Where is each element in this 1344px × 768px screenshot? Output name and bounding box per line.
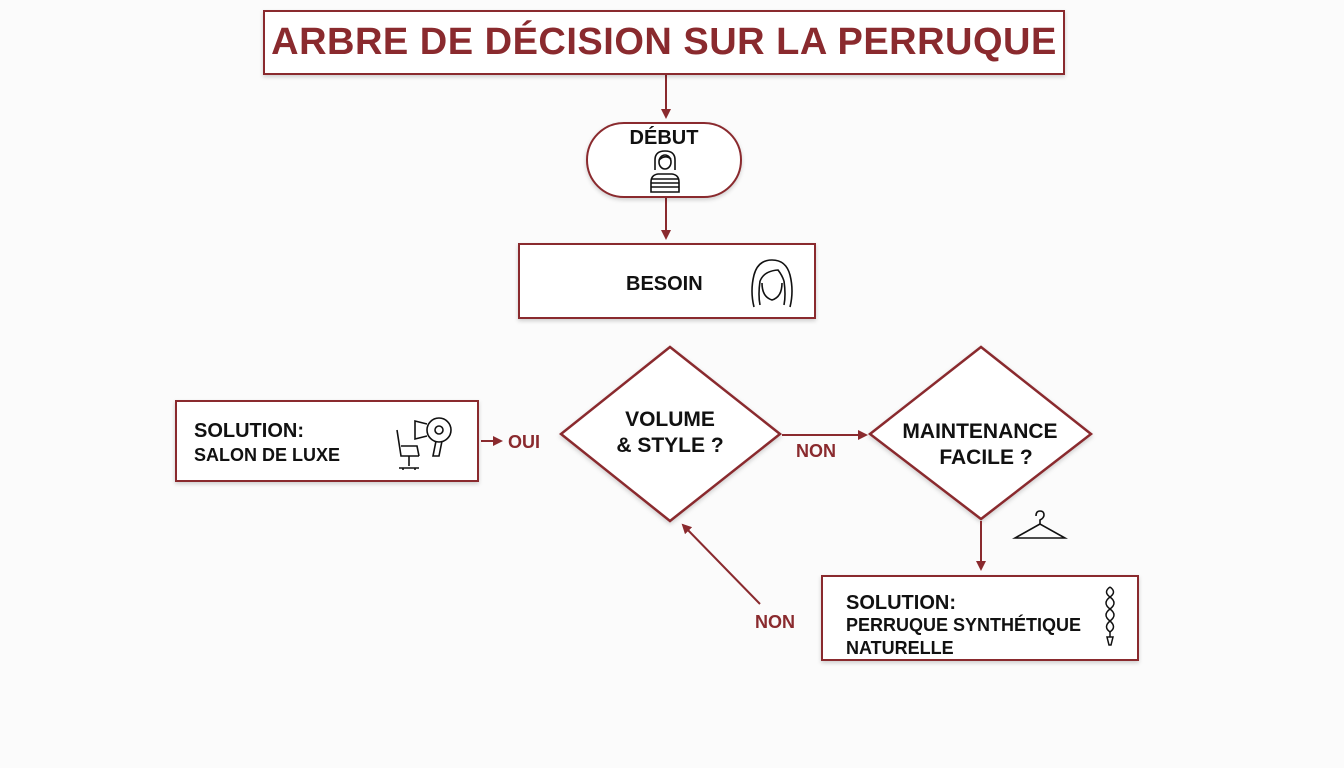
decision-volume-text: VOLUME & STYLE ?	[580, 407, 760, 459]
solution-synthetic-line3: NATURELLE	[846, 638, 954, 658]
need-node: BESOIN	[518, 243, 816, 319]
start-node-label: DÉBUT	[629, 127, 699, 149]
woman-portrait-icon	[650, 150, 680, 193]
braid-icon	[1105, 586, 1115, 646]
decision-maintenance-line1: MAINTENANCE	[902, 420, 1058, 443]
arrow-non-back-to-volume	[681, 523, 761, 605]
decision-diamond-volume	[558, 345, 783, 523]
diagram-title-box: ARBRE DE DÉCISION SUR LA PERRUQUE	[263, 10, 1065, 75]
solution-synthetic-line1: SOLUTION:	[846, 592, 956, 614]
start-node: DÉBUT	[586, 122, 742, 198]
decision-maintenance-text: MAINTENANCE FACILE ?	[880, 419, 1080, 471]
edge-label-oui: OUI	[508, 432, 541, 452]
solution-synthetic-line2: PERRUQUE SYNTHÉTIQUE	[846, 615, 1082, 635]
salon-chair-hairdryer-icon	[396, 417, 452, 470]
decision-volume-line2: & STYLE ?	[616, 434, 724, 457]
edge-label-non-back: NON	[755, 612, 795, 632]
solution-salon-line1: SOLUTION:	[194, 420, 304, 442]
edge-label-non-right: NON	[796, 441, 836, 461]
solution-salon-node: SOLUTION: SALON DE LUXE	[175, 400, 479, 482]
diagram-title: ARBRE DE DÉCISION SUR LA PERRUQUE	[271, 21, 1057, 63]
decision-maintenance-line2: FACILE ?	[939, 446, 1033, 469]
woman-hair-icon	[751, 259, 793, 308]
clothes-hanger-icon	[1012, 510, 1068, 539]
decision-volume-line1: VOLUME	[625, 408, 715, 431]
solution-synthetic-node: SOLUTION: PERRUQUE SYNTHÉTIQUE NATURELLE	[821, 575, 1139, 661]
need-node-label: BESOIN	[626, 273, 703, 295]
solution-salon-line2: SALON DE LUXE	[194, 445, 341, 465]
decision-diamond-maintenance	[867, 345, 1094, 521]
